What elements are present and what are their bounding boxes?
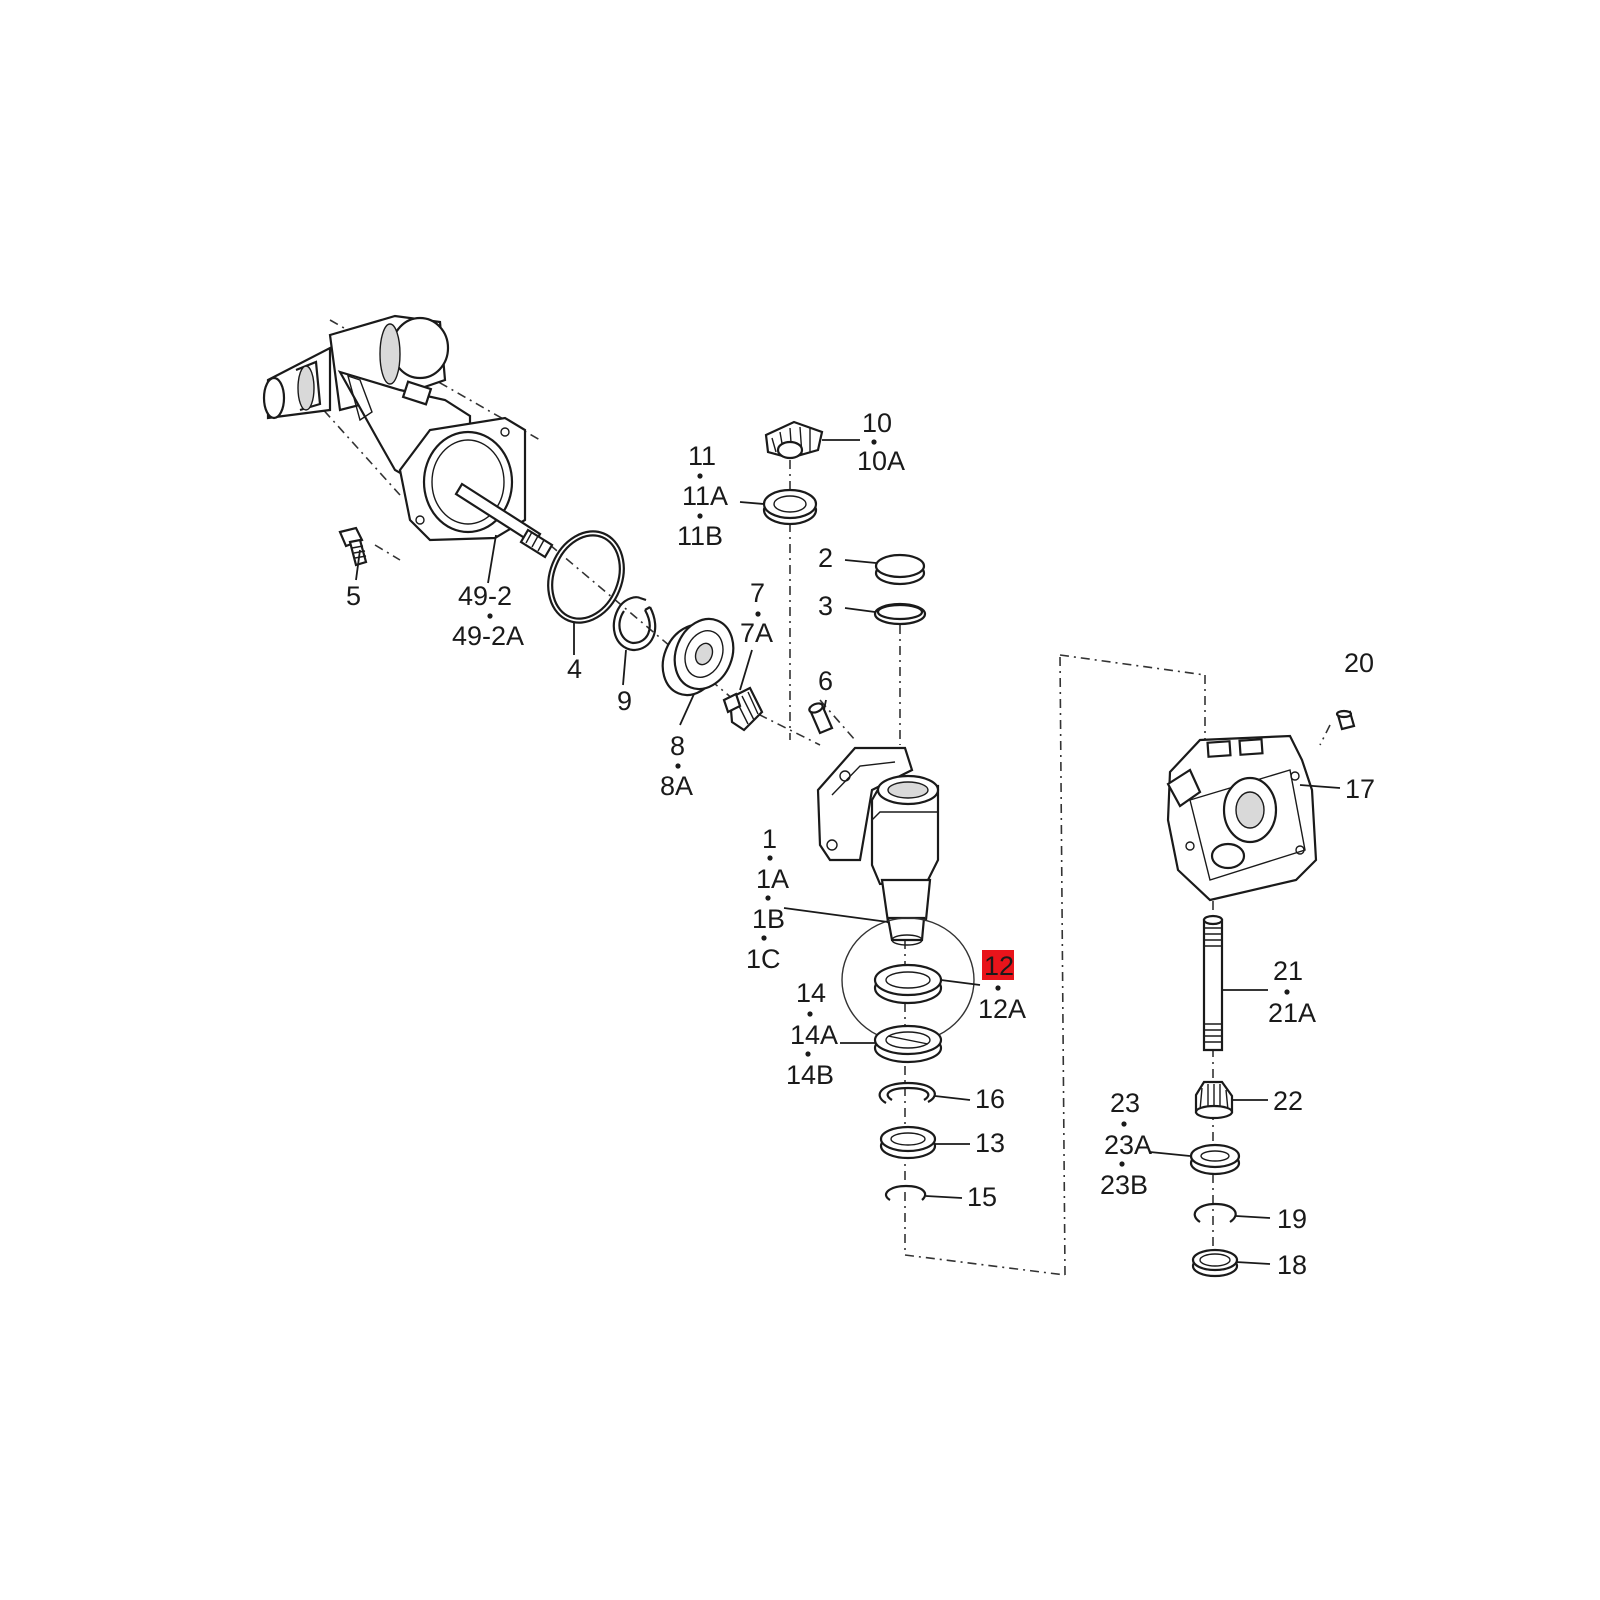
label-11a: 11A: [682, 481, 728, 511]
label-19: 19: [1277, 1204, 1307, 1234]
main-housing-1: [816, 746, 940, 946]
callout-labels: 10 10A 11 11A 11B 2 3 5 49-2 49-2A 4 9 7…: [346, 408, 1375, 1280]
cap-2: [874, 553, 926, 586]
label-4: 4: [567, 654, 582, 684]
label-10a: 10A: [857, 446, 905, 476]
label-14b: 14B: [786, 1060, 834, 1090]
bevel-gear-10: [764, 420, 824, 460]
label-22: 22: [1273, 1086, 1303, 1116]
label-14: 14: [796, 978, 826, 1008]
label-13: 13: [975, 1128, 1005, 1158]
label-14a: 14A: [790, 1020, 838, 1050]
label-8a: 8A: [660, 771, 693, 801]
label-11: 11: [688, 441, 716, 471]
label-21a: 21A: [1268, 998, 1316, 1028]
o-ring-4: [547, 530, 625, 624]
label-3: 3: [818, 591, 833, 621]
label-23b: 23B: [1100, 1170, 1148, 1200]
label-6: 6: [818, 666, 833, 696]
leader-lines: [355, 439, 1341, 1265]
label-9: 9: [617, 686, 632, 716]
ball-bearing-8: [661, 617, 735, 697]
dowel-pin-6: [808, 702, 834, 735]
bearing-13: [879, 1125, 937, 1160]
label-8: 8: [670, 731, 685, 761]
label-10: 10: [862, 408, 892, 438]
snap-ring-3: [873, 602, 927, 626]
bearing-23: [1189, 1143, 1241, 1176]
shaft-21: [1202, 914, 1224, 1052]
snap-ring-16: [878, 1081, 936, 1104]
label-7a: 7A: [740, 618, 773, 648]
snap-ring-19: [1193, 1202, 1237, 1223]
bevel-gear-22: [1194, 1080, 1234, 1120]
label-5: 5: [346, 581, 361, 611]
label-12a: 12A: [978, 994, 1026, 1024]
label-20: 20: [1344, 648, 1374, 678]
ball-bearing-11: [762, 488, 818, 526]
gearbox-housing-assembly: [262, 314, 554, 559]
gear-case-17: [1166, 734, 1318, 902]
label-12: 12: [984, 951, 1014, 981]
label-23: 23: [1110, 1088, 1140, 1118]
label-1b: 1B: [752, 904, 785, 934]
label-1c: 1C: [746, 944, 781, 974]
label-17: 17: [1345, 774, 1375, 804]
collar-18: [1191, 1248, 1239, 1278]
bevel-pinion-7: [722, 686, 764, 732]
label-2: 2: [818, 543, 833, 573]
label-11b: 11B: [677, 521, 723, 551]
label-21: 21: [1273, 956, 1303, 986]
snap-ring-15: [884, 1184, 927, 1201]
label-15: 15: [967, 1182, 997, 1212]
plug-20: [1335, 709, 1356, 731]
bearing-14: [873, 1024, 943, 1064]
label-23a: 23A: [1104, 1130, 1152, 1160]
label-49-2a: 49-2A: [452, 621, 524, 651]
seal-12: [873, 963, 943, 1005]
label-1a: 1A: [756, 864, 789, 894]
snap-ring-9: [612, 596, 657, 652]
label-7: 7: [750, 578, 765, 608]
label-49-2: 49-2: [458, 581, 512, 611]
label-1: 1: [762, 824, 777, 854]
highlight-box-12: [982, 950, 1014, 980]
bolt-5: [338, 526, 368, 567]
label-16: 16: [975, 1084, 1005, 1114]
label-18: 18: [1277, 1250, 1307, 1280]
